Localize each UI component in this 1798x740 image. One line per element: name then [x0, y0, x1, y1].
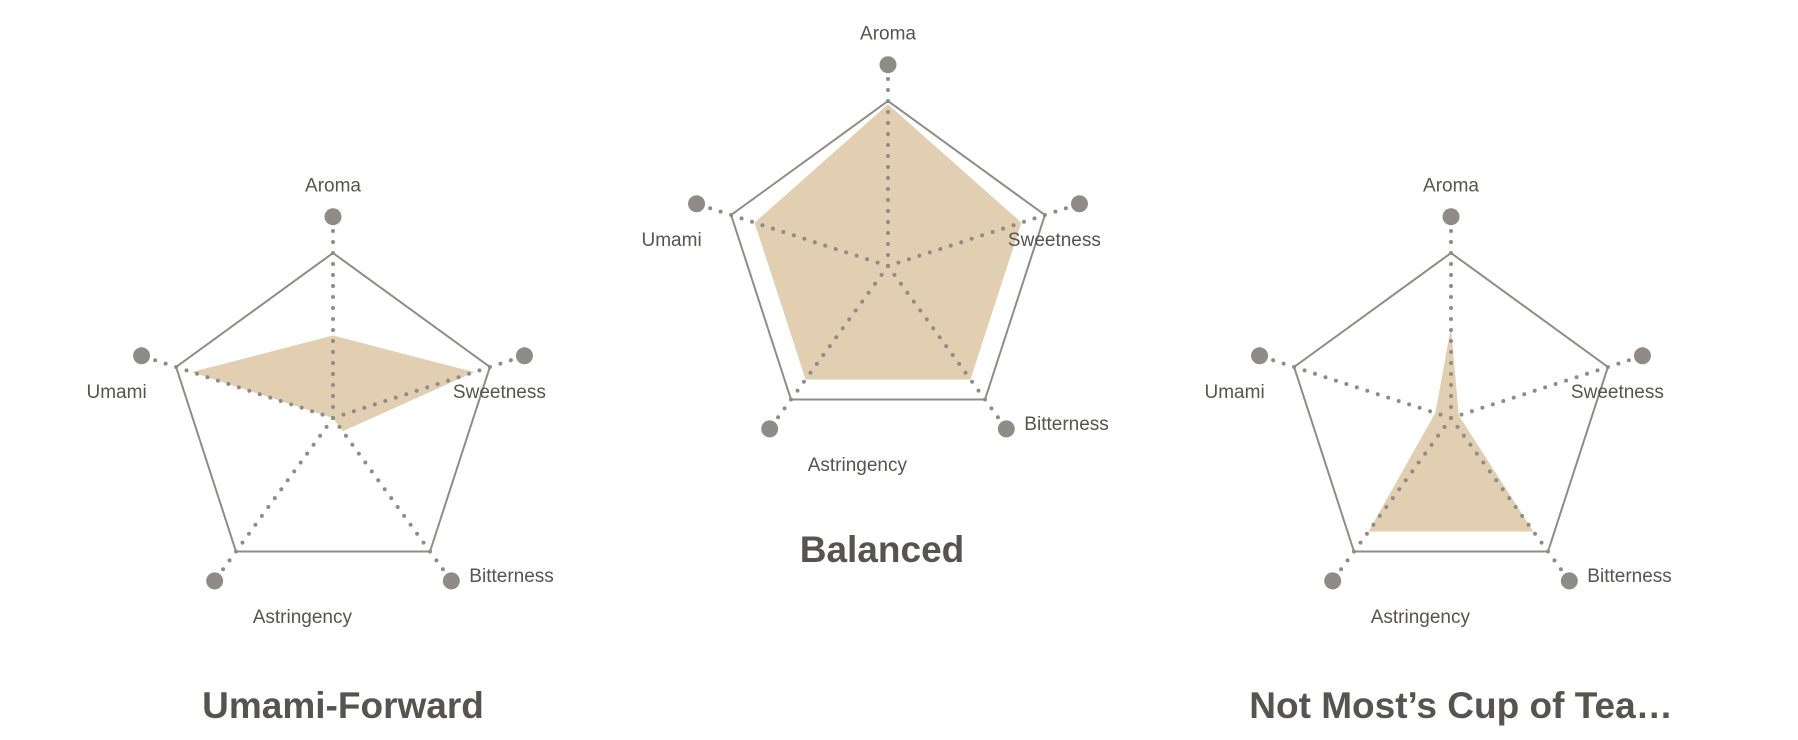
- axis-marker-sweetness: [1633, 347, 1651, 365]
- axis-label-astringency: Astringency: [1371, 607, 1471, 628]
- axis-marker-sweetness: [1070, 195, 1088, 213]
- axis-label-umami: Umami: [87, 382, 147, 403]
- spoke-astringency: [767, 264, 890, 431]
- axis-marker-umami: [1251, 347, 1269, 365]
- axis-label-umami: Umami: [642, 230, 702, 251]
- grid-outline: [174, 251, 492, 553]
- axis-marker-aroma: [879, 56, 897, 74]
- chart-title: Not Most’s Cup of Tea…: [1249, 685, 1672, 726]
- axis-marker-bitterness: [442, 572, 460, 590]
- grid-outline: [1292, 251, 1610, 553]
- axis-label-aroma: Aroma: [860, 24, 916, 45]
- data-area: [754, 104, 1022, 380]
- spoke-bitterness: [1449, 416, 1572, 583]
- spoke-umami: [139, 353, 335, 420]
- axis-label-umami: Umami: [1205, 382, 1265, 403]
- axis-label-aroma: Aroma: [1423, 176, 1479, 197]
- axis-label-bitterness: Bitterness: [469, 566, 553, 587]
- axis-marker-bitterness: [997, 420, 1015, 438]
- axis-label-bitterness: Bitterness: [1024, 414, 1108, 435]
- spoke-bitterness: [331, 416, 454, 583]
- axis-marker-umami: [133, 347, 151, 365]
- axis-marker-aroma: [1442, 208, 1460, 226]
- spoke-astringency: [1330, 416, 1453, 583]
- axis-marker-bitterness: [1560, 572, 1578, 590]
- spoke-sweetness: [1449, 353, 1645, 420]
- axis-label-bitterness: Bitterness: [1587, 566, 1671, 587]
- axis-label-astringency: Astringency: [808, 455, 908, 476]
- spoke-bitterness: [886, 264, 1009, 431]
- spoke-umami: [694, 201, 890, 268]
- chart-title: Umami-Forward: [202, 685, 484, 726]
- grid-outline: [729, 99, 1047, 401]
- axis-marker-umami: [688, 195, 706, 213]
- axis-label-aroma: Aroma: [305, 176, 361, 197]
- spoke-umami: [1257, 353, 1453, 420]
- spoke-sweetness: [331, 353, 527, 420]
- chart-title: Balanced: [800, 529, 965, 570]
- axis-marker-astringency: [1324, 572, 1342, 590]
- axis-label-sweetness: Sweetness: [453, 382, 546, 403]
- axis-label-astringency: Astringency: [253, 607, 353, 628]
- spoke-sweetness: [886, 201, 1082, 268]
- axis-marker-aroma: [324, 208, 342, 226]
- axis-label-sweetness: Sweetness: [1571, 382, 1664, 403]
- radar-chart-umami-forward: AromaSweetnessBitternessAstringencyUmami…: [87, 176, 554, 726]
- axis-marker-astringency: [761, 420, 779, 438]
- data-area: [1368, 327, 1534, 532]
- axis-marker-astringency: [206, 572, 224, 590]
- axis-marker-sweetness: [515, 347, 533, 365]
- spoke-astringency: [212, 416, 335, 583]
- axis-label-sweetness: Sweetness: [1008, 230, 1101, 251]
